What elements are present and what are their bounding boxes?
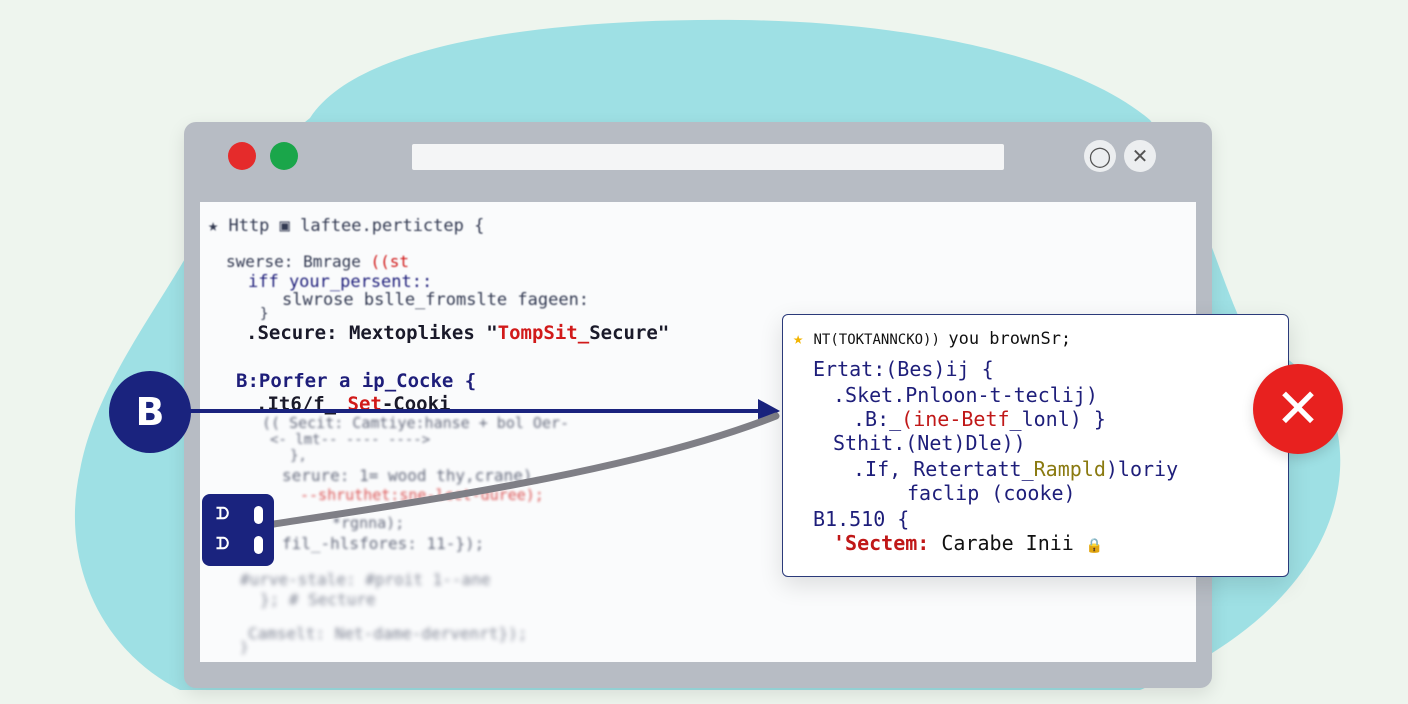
code-line: .Secure: Mextoplikes "TompSit_Secure" (246, 322, 669, 344)
title-bar: ◯ ✕ (184, 122, 1212, 188)
code-line: .It6/f_ Set-Cooki (256, 393, 450, 415)
code-token: -Cooki (381, 393, 451, 415)
code-line: --shruthet:sne-lcct-duree); (300, 486, 544, 504)
popup-line: Sthit.(Net)Dle)) (833, 431, 1026, 455)
cc-badge-icon: ᗪ ᗪ (202, 494, 274, 566)
code-token: TompSit_ (497, 322, 590, 344)
code-token: .It6/f_ (256, 393, 348, 415)
code-popup: ★ NT(TOKTANNCKO)) you brownSr; Ertat:(Be… (782, 314, 1289, 577)
code-token: .Secure: Mextoplikes " (246, 322, 498, 344)
code-line: swerse: Bmrage ((st (226, 252, 409, 271)
code-token: Secure" (589, 322, 670, 344)
code-line: (( Secit: Camtiye:hanse + bol Oer- (262, 414, 570, 432)
code-line: Camselt: Net-dame-dervenrt}); (248, 624, 528, 643)
code-line: } (240, 640, 249, 656)
code-line: B:Porfer a ip_Cocke { (236, 370, 477, 392)
close-icon[interactable]: ✕ (1124, 140, 1156, 172)
popup-line: .B:_(ine-Betf_lonl) } (853, 407, 1106, 431)
address-bar[interactable] (412, 144, 1004, 170)
code-line: #urve-stale: #proit 1--ane (240, 570, 491, 589)
code-token: ((st (370, 252, 410, 271)
maximize-traffic-light[interactable] (270, 142, 298, 170)
code-token: Retertatt_ (913, 457, 1034, 481)
star-icon: ★ (793, 329, 814, 349)
code-token: )loriy (1105, 457, 1179, 481)
code-line: iff your_persent:: (248, 272, 433, 292)
cc-glyph: ᗪ (216, 504, 230, 523)
code-line: serure: 1= wood thy,crane), (282, 466, 543, 485)
code-line: fil_-hlsfores: 11-}); (282, 534, 485, 553)
popup-line: .If, Retertatt_Rampld)loriy (853, 457, 1178, 481)
code-line: ★ Http ▣ laftee.pertictep { (208, 216, 485, 236)
cc-pill (254, 506, 263, 524)
code-token: Carabe Inii (941, 531, 1086, 555)
code-line: } (260, 306, 269, 322)
code-line: *rgnna); (332, 514, 405, 532)
popup-line: B1.510 { (813, 507, 910, 531)
code-token: .B:_ (853, 407, 902, 431)
error-x-icon: ✕ (1253, 364, 1343, 454)
code-token: (ine-Betf (901, 407, 1010, 431)
popup-line: .Sket.Pnloon-t-teclij) (833, 383, 1098, 407)
code-token: swerse: Bmrage (226, 252, 371, 271)
code-token: 'Sectem: (833, 531, 942, 555)
close-traffic-light[interactable] (228, 142, 256, 170)
code-token: .If, (853, 457, 914, 481)
code-line: }, (290, 448, 307, 464)
cc-glyph: ᗪ (216, 534, 230, 553)
code-token: Set (347, 393, 382, 415)
popup-line: Ertat:(Bes)ij { (813, 357, 994, 381)
code-line: <- lmt-- ---- ----> (270, 432, 431, 448)
code-line: }; # Secture (260, 590, 376, 609)
code-line: slwrose bslle_fromslte fageen: (282, 290, 590, 310)
popup-line: ★ NT(TOKTANNCKO)) you brownSr; (793, 329, 1071, 349)
popup-line: faclip (cooke) (907, 481, 1076, 505)
b-badge: B (109, 371, 191, 453)
code-token: you brownSr; (948, 329, 1072, 349)
code-token: _lonl) } (1009, 407, 1106, 431)
refresh-icon[interactable]: ◯ (1084, 140, 1116, 172)
popup-line: 'Sectem: Carabe Inii 🔒 (833, 531, 1103, 555)
code-token: NT(TOKTANNCKO)) (813, 332, 949, 348)
code-token: Rampld (1033, 457, 1106, 481)
cc-pill (254, 536, 263, 554)
lock-icon: 🔒 (1085, 538, 1104, 554)
